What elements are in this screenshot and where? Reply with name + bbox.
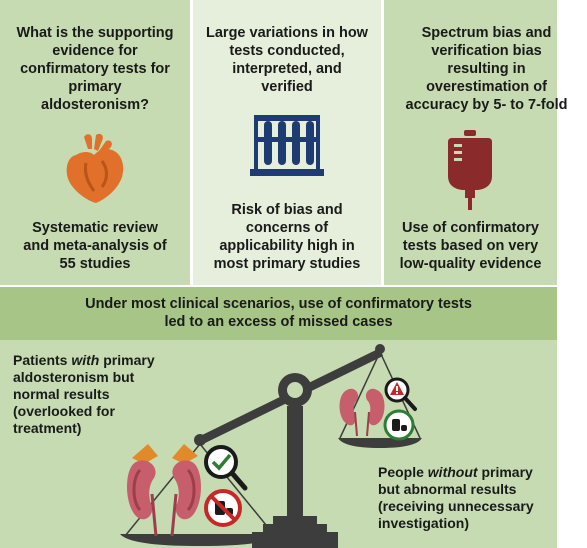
heart-icon (66, 133, 124, 203)
panel-evidence-question: What is the supporting evidence for conf… (16, 25, 174, 113)
conclusion-banner: Under most clinical scenarios, use of co… (0, 287, 557, 340)
small-kidneys-icon (339, 388, 385, 437)
kidneys-icon (127, 444, 201, 537)
patients-with-note: Patients with primary aldosteronism but … (13, 352, 155, 436)
no-medication-icon (204, 489, 242, 527)
infographic: What is the supporting evidence for conf… (0, 0, 567, 548)
medication-icon (383, 409, 415, 441)
panel-evidence-finding: Systematic review and meta-analysis of 5… (23, 220, 167, 272)
test-tubes-icon (250, 115, 324, 176)
balance-section: Patients with primary aldosteronism but … (0, 340, 557, 548)
panel-evidence: What is the supporting evidence for conf… (0, 0, 190, 285)
magnifier-warning-icon (384, 377, 417, 411)
magnifier-check-icon (204, 445, 248, 491)
panel-bias: Spectrum bias and verification bias resu… (384, 0, 567, 285)
people-without-note: People without primary but abnormal resu… (378, 464, 534, 531)
conclusion-text: Under most clinical scenarios, use of co… (85, 296, 472, 330)
panel-bias-finding: Use of confirmatory tests based on very … (399, 220, 542, 272)
panel-variation: Large variations in how tests conducted,… (193, 0, 381, 285)
panel-variation-finding: Risk of bias and concerns of applicabili… (213, 202, 361, 272)
panel-variation-heading: Large variations in how tests conducted,… (206, 25, 368, 95)
iv-bag-icon (448, 130, 492, 210)
panel-bias-heading: Spectrum bias and verification bias resu… (405, 25, 568, 113)
